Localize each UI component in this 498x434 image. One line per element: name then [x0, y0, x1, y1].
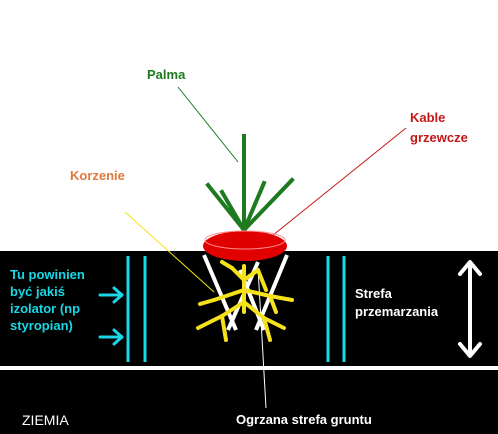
- strefa-przemarzania-label: Strefa przemarzania: [355, 285, 438, 321]
- izolator-label-line-3: izolator (np: [10, 301, 81, 316]
- strefa-label-line-1: Strefa: [355, 286, 392, 301]
- ogrzana-strefa-label: Ogrzana strefa gruntu: [236, 412, 372, 427]
- palma-label: Palma: [147, 67, 186, 82]
- izolator-label: Tu powinien być jakiś izolator (np styro…: [10, 266, 85, 334]
- korzenie-label: Korzenie: [70, 168, 125, 183]
- ziemia-label: ZIEMIA: [22, 412, 69, 428]
- izolator-label-line-4: styropian): [10, 318, 73, 333]
- kable-label-line-2: grzewcze: [410, 130, 468, 145]
- palma-leader-line: [177, 86, 239, 163]
- strefa-label-line-2: przemarzania: [355, 304, 439, 319]
- kable-leader-line: [261, 127, 407, 245]
- arrow-right-icon: [98, 286, 124, 304]
- kable-grzewcze-label: Kable grzewcze: [410, 108, 468, 148]
- palm-icon: [205, 134, 295, 236]
- arrow-right-icon: [98, 328, 124, 346]
- heating-cables-icon: [203, 230, 287, 261]
- izolator-label-line-2: być jakiś: [10, 284, 65, 299]
- insulation-walls: [126, 256, 346, 362]
- double-arrow-vertical-icon: [458, 260, 482, 358]
- korzenie-leader-line: [124, 211, 215, 293]
- frost-depth-line: [0, 366, 498, 370]
- izolator-label-line-1: Tu powinien: [10, 267, 85, 282]
- roots-icon: [196, 260, 294, 342]
- kable-label-line-1: Kable: [410, 110, 446, 125]
- ogrzana-leader-line: [257, 267, 267, 409]
